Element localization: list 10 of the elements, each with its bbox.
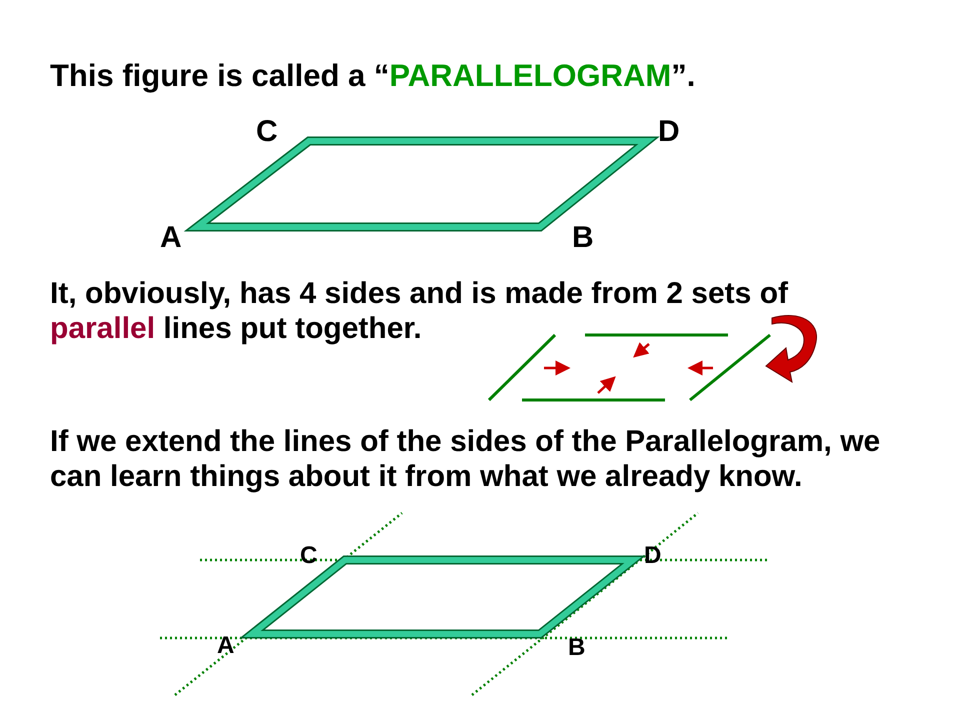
vertex-label: B (572, 220, 594, 255)
paragraph: It, obviously, has 4 sides and is made from 2 sets of parallel lines put together. (50, 276, 790, 346)
vertex-label: A (217, 631, 234, 661)
title: This figure is called a “PARALLELOGRAM”. (50, 58, 696, 93)
vertex-label: C (300, 541, 318, 571)
paragraph: If we extend the lines of the sides of the Parallelogram, we can learn things about it from what we already know. (50, 424, 882, 494)
vertex-label: C (256, 114, 278, 149)
vertex-label: A (160, 220, 182, 255)
vertex-label: D (658, 114, 680, 149)
vertex-label: B (568, 633, 586, 663)
